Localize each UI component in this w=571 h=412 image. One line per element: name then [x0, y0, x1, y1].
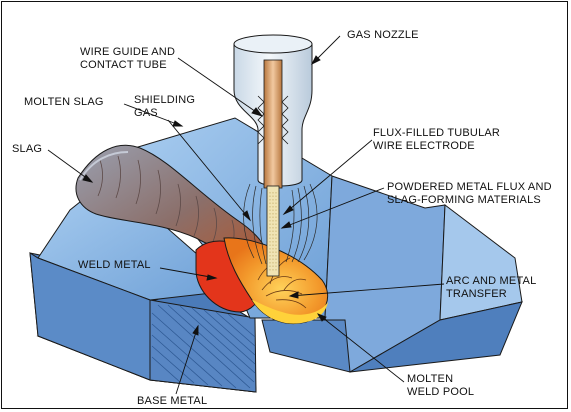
label-wire-guide-line1: WIRE GUIDE AND	[80, 46, 176, 58]
label-molten-weld-pool: MOLTEN WELD POOL	[407, 373, 474, 399]
label-flux-filled-line1: FLUX-FILLED TUBULAR	[373, 127, 501, 139]
label-gas-nozzle: GAS NOZZLE	[347, 29, 419, 42]
gas-nozzle	[233, 34, 313, 189]
label-shielding-gas: SHIELDING GAS	[134, 94, 195, 120]
label-molten-weld-pool-line2: WELD POOL	[407, 386, 475, 398]
label-slag-text: SLAG	[12, 143, 43, 155]
label-base-metal-text: BASE METAL	[137, 395, 208, 407]
leader-lines	[47, 35, 445, 395]
label-molten-slag-text: MOLTEN SLAG	[24, 96, 104, 108]
label-molten-slag: MOLTEN SLAG	[24, 96, 104, 109]
label-weld-metal: WELD METAL	[78, 259, 151, 272]
label-flux-filled: FLUX-FILLED TUBULAR WIRE ELECTRODE	[373, 127, 500, 153]
left-plate	[29, 177, 257, 393]
label-wire-guide-line2: CONTACT TUBE	[80, 59, 167, 71]
label-molten-weld-pool-line1: MOLTEN	[407, 373, 454, 385]
label-flux-filled-line2: WIRE ELECTRODE	[373, 140, 475, 152]
label-wire-guide: WIRE GUIDE AND CONTACT TUBE	[80, 46, 175, 72]
label-powdered-metal-line1: POWDERED METAL FLUX AND	[387, 181, 552, 193]
label-arc-metal-line1: ARC AND METAL	[446, 275, 537, 287]
label-slag: SLAG	[12, 143, 42, 156]
label-shielding-gas-line1: SHIELDING	[134, 94, 196, 106]
wire-electrode	[266, 185, 280, 277]
label-arc-metal: ARC AND METAL TRANSFER	[446, 275, 536, 301]
label-powdered-metal-line2: SLAG-FORMING MATERIALS	[387, 194, 541, 206]
label-gas-nozzle-text: GAS NOZZLE	[347, 29, 419, 41]
label-weld-metal-text: WELD METAL	[78, 259, 151, 271]
label-powdered-metal: POWDERED METAL FLUX AND SLAG-FORMING MAT…	[387, 181, 552, 207]
label-arc-metal-line2: TRANSFER	[446, 288, 507, 300]
weld-zone	[195, 237, 328, 324]
label-base-metal: BASE METAL	[137, 395, 207, 408]
label-shielding-gas-line2: GAS	[134, 107, 158, 119]
